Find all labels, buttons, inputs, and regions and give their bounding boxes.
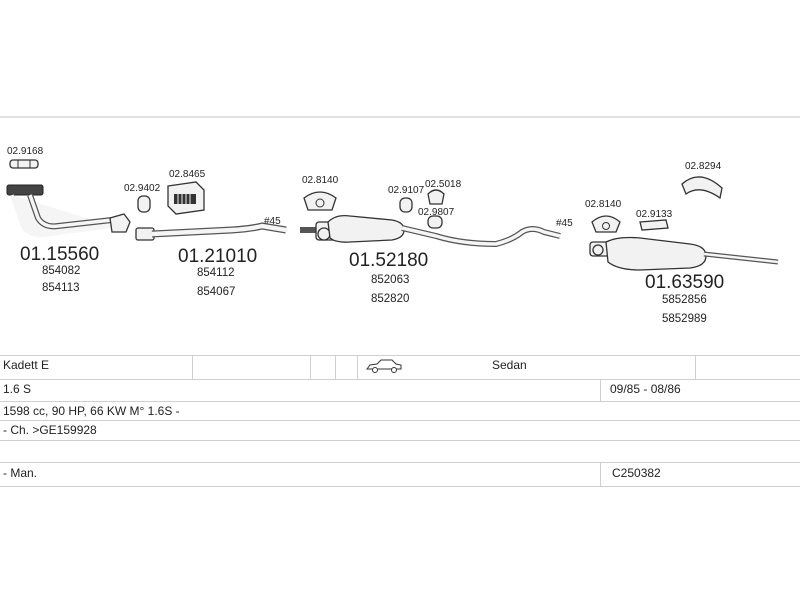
- clamp-02-9107-icon[interactable]: [399, 197, 413, 213]
- clamp-02-9807-icon[interactable]: [427, 215, 443, 229]
- part-number-01-52180: 01.52180: [349, 250, 428, 271]
- part-ref-852820: 852820: [371, 293, 409, 305]
- clamp-02-5018-icon[interactable]: [427, 189, 445, 205]
- system-code: C250382: [612, 466, 661, 480]
- pipe-diameter-label-2: #45: [556, 218, 573, 229]
- fitting-label-02-8140-rear: 02.8140: [585, 199, 622, 210]
- rubber-mount-02-8140-icon[interactable]: [303, 191, 337, 211]
- part-number-01-63590: 01.63590: [645, 272, 724, 293]
- model-name: Kadett E: [3, 358, 50, 372]
- part-ref-854067: 854067: [197, 286, 235, 298]
- fitting-label-02-5018: 02.5018: [425, 179, 462, 190]
- engine-specs: 1598 cc, 90 HP, 66 KW M° 1.6S -: [3, 404, 180, 418]
- fitting-label-02-9107: 02.9107: [388, 185, 425, 196]
- part-ref-5852856: 5852856: [662, 294, 707, 306]
- engine-variant: 1.6 S: [3, 382, 32, 396]
- fitting-label-02-9807: 02.9807: [418, 207, 455, 218]
- centre-silencer-01-52180[interactable]: [300, 214, 561, 248]
- fitting-label-02-8140: 02.8140: [302, 175, 339, 186]
- fitting-label-02-8294: 02.8294: [685, 161, 722, 172]
- clamp-02-9133-icon[interactable]: [639, 219, 669, 231]
- transmission-type: - Man.: [3, 466, 38, 480]
- gasket-02-9168-icon[interactable]: [9, 159, 39, 169]
- production-years: 09/85 - 08/86: [610, 382, 681, 396]
- fitting-label-02-8465: 02.8465: [169, 169, 206, 180]
- chassis-number: - Ch. >GE159928: [3, 423, 97, 437]
- part-number-01-15560: 01.15560: [20, 244, 99, 265]
- part-ref-854082: 854082: [42, 265, 80, 277]
- sedan-car-icon: [365, 358, 403, 377]
- part-ref-852063: 852063: [371, 274, 409, 286]
- fitting-label-02-9133: 02.9133: [636, 209, 673, 220]
- fitting-label-02-9402: 02.9402: [124, 183, 161, 194]
- rear-silencer-01-63590[interactable]: [589, 236, 779, 271]
- body-type: Sedan: [492, 358, 527, 372]
- part-ref-854113: 854113: [42, 282, 80, 294]
- part-ref-5852989: 5852989: [662, 313, 707, 325]
- part-number-01-21010: 01.21010: [178, 246, 257, 267]
- mounting-kit-02-8465-icon[interactable]: [167, 181, 205, 215]
- rubber-mount-02-8140-rear-icon[interactable]: [591, 215, 621, 233]
- fitting-label-02-9168: 02.9168: [7, 146, 44, 157]
- pipe-diameter-label-1: #45: [264, 216, 281, 227]
- part-ref-854112: 854112: [197, 267, 235, 279]
- front-pipe-01-15560[interactable]: [6, 184, 131, 238]
- hanger-ring-02-8294-icon[interactable]: [681, 176, 723, 200]
- clamp-02-9402-icon[interactable]: [137, 195, 151, 213]
- intermediate-pipe-01-21010[interactable]: [135, 222, 287, 241]
